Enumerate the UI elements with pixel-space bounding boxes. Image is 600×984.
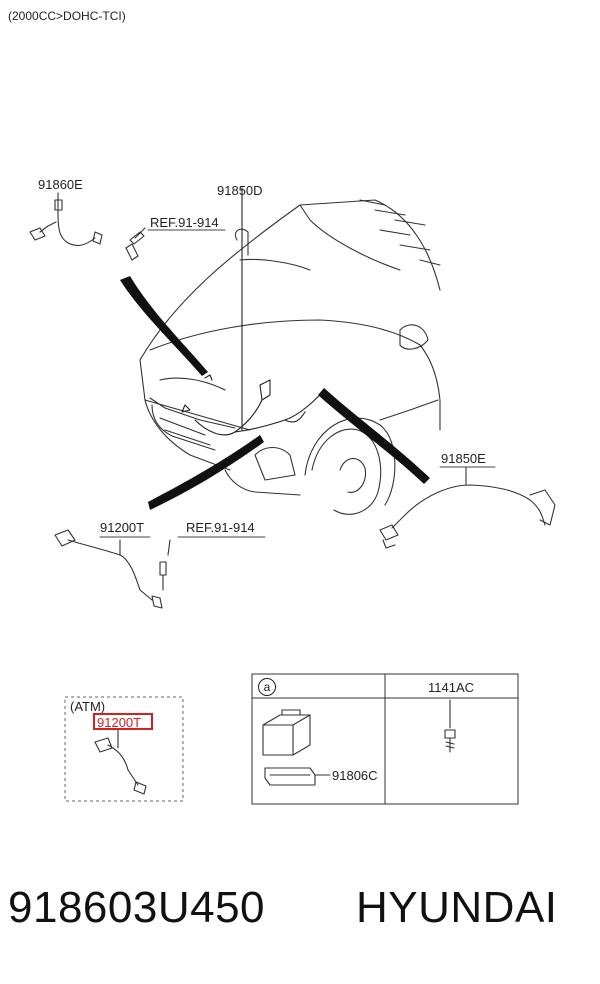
detail-table-frame (251, 673, 519, 805)
callout-bands (120, 276, 430, 510)
footer-part-number: 918603U450 (8, 883, 266, 932)
ref-label-bottom: REF.91-914 (186, 520, 255, 535)
harness-91200t (54, 529, 163, 609)
harness-91860e (29, 192, 103, 247)
callout-91850d: 91850D (217, 183, 263, 198)
bolt-bottom (159, 539, 171, 591)
table-col-1141ac: 1141AC (428, 680, 475, 695)
bolt-top (125, 227, 146, 261)
bolt-1141ac (444, 699, 456, 753)
atm-harness (94, 729, 147, 795)
vehicle-outline (139, 199, 441, 515)
callout-91850e: 91850E (441, 451, 486, 466)
harness-91850e (379, 466, 556, 549)
atm-title: (ATM) (70, 699, 106, 714)
engine-spec: (2000CC>DOHC-TCI) (8, 9, 126, 23)
harness-91850d (181, 187, 326, 436)
callout-91200t: 91200T (100, 520, 145, 535)
ref-label-top: REF.91-914 (150, 215, 219, 230)
atm-box-frame (64, 696, 184, 802)
footer-brand: HYUNDAI (356, 883, 558, 932)
table-col-a: a (258, 678, 276, 696)
relay-component (262, 709, 331, 786)
atm-part-highlight: 91200T (93, 713, 153, 730)
table-item-91806c: 91806C (332, 768, 378, 783)
callout-91860e: 91860E (38, 177, 83, 192)
atm-part-label: 91200T (97, 715, 142, 730)
leader-lines (99, 229, 496, 538)
